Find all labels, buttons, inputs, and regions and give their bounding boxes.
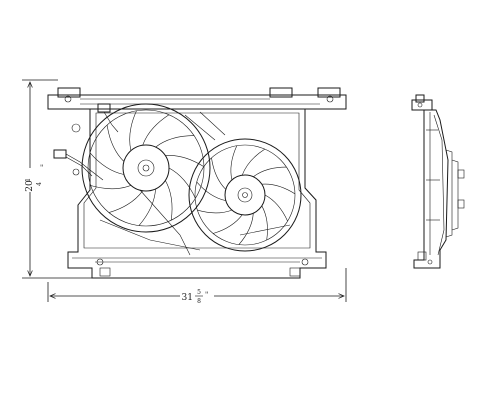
fan-blade	[197, 209, 233, 214]
fan-blade	[165, 155, 205, 168]
height-dimension-fraction-num: 1	[25, 178, 32, 182]
side-view	[411, 94, 465, 269]
fan-blade	[138, 188, 156, 226]
shroud-outline	[67, 108, 327, 279]
fan-blade	[165, 180, 173, 221]
fan-blade	[168, 167, 196, 199]
fan-blade	[155, 135, 195, 148]
front-view	[47, 87, 347, 279]
height-dimension-fraction-den: 4	[36, 182, 43, 186]
width-dimension-fraction-num: 5	[197, 289, 201, 296]
fan-blade	[213, 214, 243, 234]
width-dimension-whole: 31	[182, 293, 193, 303]
width-dimension-fraction-den: 8	[197, 298, 201, 305]
left-fan	[81, 103, 211, 233]
fan-blade	[89, 152, 124, 175]
fan-blade	[241, 148, 265, 176]
top-mounting-rail	[47, 87, 347, 110]
fan-blade	[196, 181, 226, 201]
fan-blade	[106, 124, 125, 162]
width-dimension-unit: "	[205, 291, 208, 299]
height-dimension: 20 1 4 "	[22, 79, 92, 279]
height-dimension-unit: "	[40, 164, 43, 172]
right-fan	[188, 138, 302, 252]
fan-blade	[238, 213, 254, 245]
fan-blade	[230, 145, 238, 180]
fan-blade	[253, 166, 287, 178]
fan-blade	[129, 110, 137, 151]
height-dimension-whole: 20	[25, 180, 35, 192]
fan-blade	[211, 157, 227, 190]
fan-blade	[261, 183, 296, 195]
fan-blade	[261, 205, 268, 241]
width-dimension: 31 5 8 "	[47, 268, 347, 305]
fan-blade	[90, 185, 132, 190]
fan-blade	[142, 114, 170, 146]
fan-blade	[108, 190, 143, 213]
fan-blade	[264, 194, 288, 222]
